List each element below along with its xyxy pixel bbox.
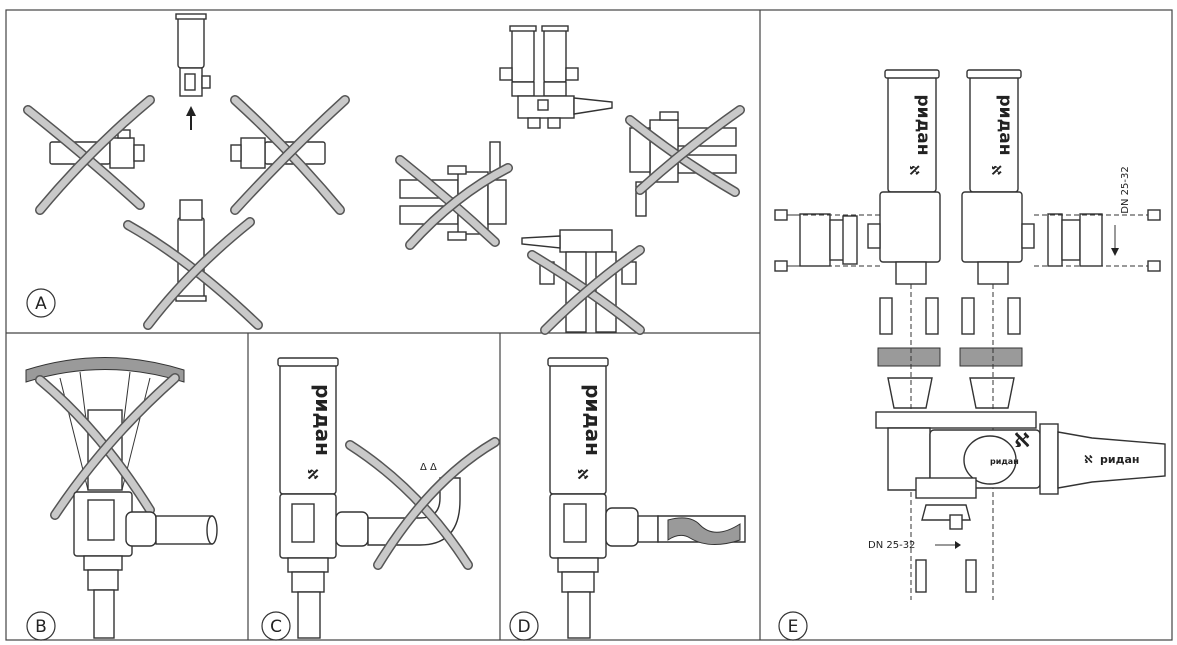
double-valve-wrong-bottom (521, 229, 645, 335)
valve-wrong-bottom (123, 199, 263, 330)
brand-label-e-left: ридан (913, 94, 933, 155)
panel-b-label: B (35, 617, 47, 637)
panel-e: ридан ℵ ридан ℵ DN 25-32 (774, 69, 1166, 641)
panel-e-label-badge: E (778, 611, 808, 641)
brand-logo-d: ℵ (574, 468, 590, 479)
panel-d-label-badge: D (509, 611, 539, 641)
brand-label-e-cone: ридан (1100, 453, 1140, 466)
panel-a-label-badge: A (26, 288, 56, 318)
brand-label-d: ридан (581, 384, 605, 456)
brand-logo-e-right: ℵ (988, 165, 1003, 175)
panel-c-label-badge: C (261, 611, 291, 641)
condensate-drops: Δ Δ (420, 462, 437, 473)
panel-b: B (25, 357, 218, 641)
brand-label-c: ридан (311, 384, 335, 456)
valve-wrong-right (230, 95, 350, 215)
double-valve-correct (499, 25, 613, 129)
double-valve-wrong-left (395, 141, 513, 250)
panel-d: ридан ℵ D (509, 357, 746, 641)
panel-borders (5, 9, 1173, 641)
brand-logo-e-left: ℵ (906, 165, 921, 175)
panel-a: A (23, 13, 745, 335)
valve-wrong-left (23, 95, 155, 215)
brand-logo-c: ℵ (304, 468, 320, 479)
panel-c: ридан ℵ Δ Δ C (261, 357, 500, 641)
panel-e-label: E (788, 617, 799, 637)
panel-b-label-badge: B (26, 611, 56, 641)
double-valve-wrong-right (625, 105, 745, 217)
brand-logo-e-cone: ℵ (1084, 453, 1093, 466)
brand-label-e-manifold: ридан (990, 457, 1019, 466)
brand-logo-e-manifold: ℵ (1014, 428, 1030, 452)
brand-label-e-right: ридан (995, 94, 1015, 155)
panel-c-label: C (270, 617, 282, 637)
dn-label-vertical: DN 25-32 (1120, 166, 1131, 213)
panel-d-label: D (517, 617, 530, 637)
dn-label-horizontal: DN 25-32 (868, 540, 915, 551)
panel-a-label: A (35, 294, 47, 314)
valve-correct-upright (175, 13, 211, 130)
